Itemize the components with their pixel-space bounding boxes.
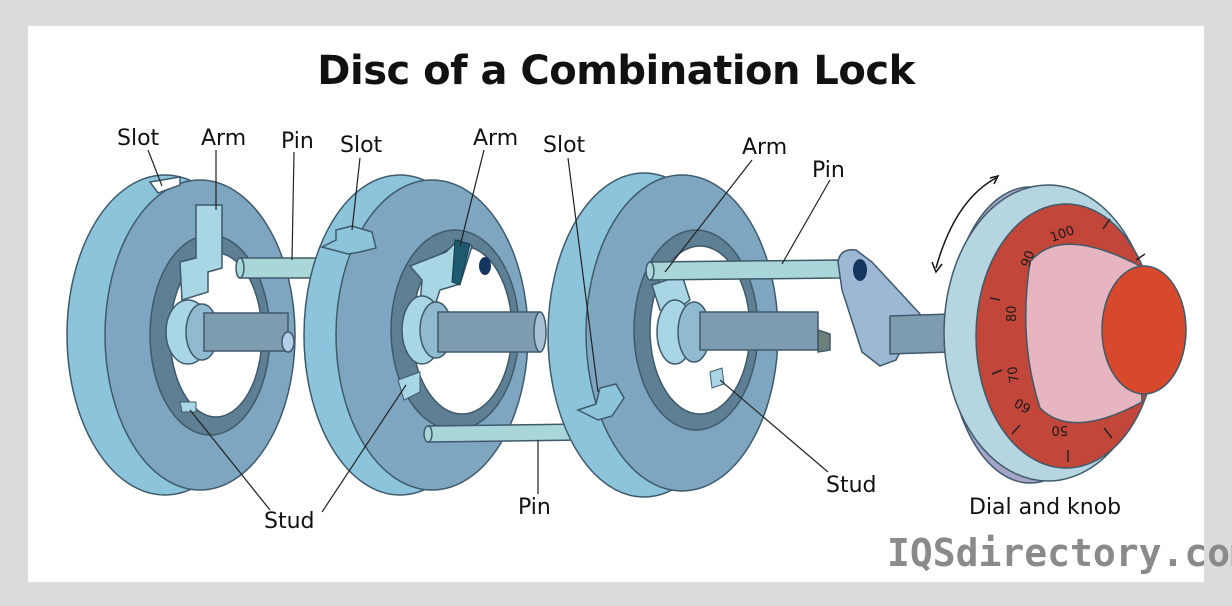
label-slot-3: Slot bbox=[543, 133, 586, 158]
pin-1 bbox=[239, 257, 321, 279]
label-pin-3: Pin bbox=[812, 158, 845, 183]
dial-number-60: 60 bbox=[1012, 394, 1034, 415]
rotation-arrow-icon bbox=[931, 174, 1000, 274]
pin-3 bbox=[649, 259, 841, 281]
label-slot-1: Slot bbox=[117, 126, 160, 151]
leader-lines bbox=[147, 149, 831, 513]
label-pin-1: Pin bbox=[281, 129, 314, 154]
dial-number-80: 80 bbox=[1005, 305, 1020, 322]
disc-3 bbox=[547, 172, 831, 498]
label-dial-and-knob: Dial and knob bbox=[969, 495, 1121, 520]
disc-1 bbox=[66, 174, 296, 496]
page-title: Disc of a Combination Lock bbox=[317, 48, 915, 94]
label-pin-2: Pin bbox=[518, 495, 551, 520]
dial-and-knob: 100 90 80 70 60 50 bbox=[943, 184, 1187, 484]
label-slot-2: Slot bbox=[340, 133, 383, 158]
dial-number-90: 90 bbox=[1019, 249, 1039, 270]
dial-number-70: 70 bbox=[1005, 365, 1023, 384]
label-stud-1: Stud bbox=[264, 509, 315, 534]
label-arm-1: Arm bbox=[201, 126, 246, 151]
dial-number-50: 50 bbox=[1051, 422, 1068, 437]
dial-ticks bbox=[989, 218, 1146, 462]
drive-lever bbox=[837, 249, 951, 367]
label-arm-3: Arm bbox=[742, 135, 787, 160]
watermark-logo: IQSdirectory.com bbox=[887, 531, 1232, 575]
label-stud-3: Stud bbox=[826, 473, 877, 498]
pin-2 bbox=[427, 423, 583, 443]
disc-2 bbox=[303, 174, 547, 496]
label-arm-2: Arm bbox=[473, 126, 518, 151]
